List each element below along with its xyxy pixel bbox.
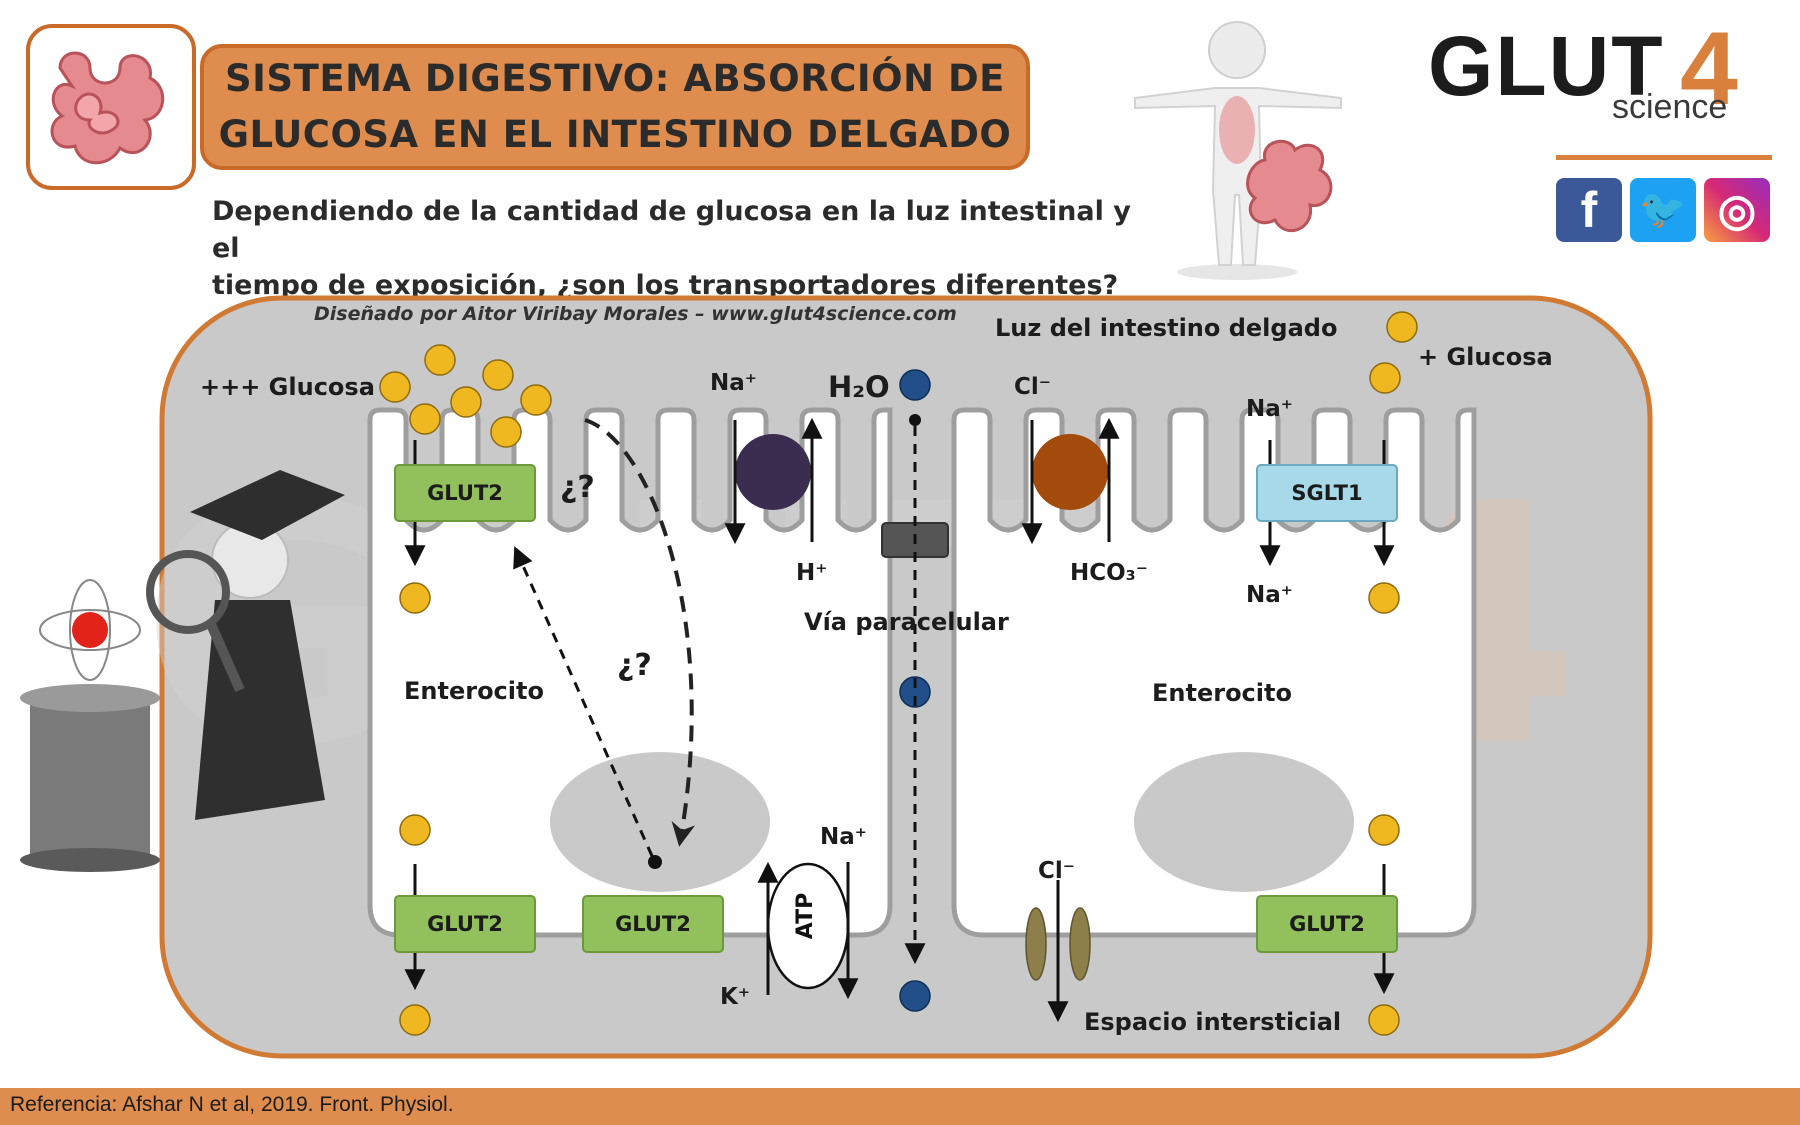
title-banner: SISTEMA DIGESTIVO: ABSORCIÓN DE GLUCOSA … [200,44,1030,170]
logo-divider [1556,155,1772,160]
absorption-diagram: GLUT 4 [20,295,1653,1059]
glucose-molecule [399,814,431,846]
sglt1-transporter: SGLT1 [1256,464,1398,522]
glucose-molecule [1386,311,1418,343]
nhe-exchanger [735,434,811,510]
na-label-sglt-top: Na⁺ [1246,396,1293,422]
reference-footer: Referencia: Afshar N et al, 2019. Front.… [0,1088,1800,1125]
water-molecule [899,980,931,1012]
glut2-basal-right: GLUT2 [1256,895,1398,953]
glut2-apical: GLUT2 [394,464,536,522]
cl-channel-right [1069,907,1091,981]
scientist-illustration [20,470,345,872]
high-glucose-label: +++ Glucosa [200,373,375,401]
na-label-pump: Na⁺ [820,824,867,850]
glucose-molecule [1369,362,1401,394]
nucleus-left [550,752,770,892]
paracellular-label: Vía paracelular [804,608,1009,636]
intestine-icon [50,51,165,165]
lumen-glucose-high [379,344,552,448]
logo-number: 4 [1680,11,1738,127]
reference-text: Referencia: Afshar N et al, 2019. Front.… [10,1093,454,1116]
glucose-molecule [424,344,456,376]
logo-science: science [1612,88,1728,126]
glucose-molecule [399,582,431,614]
low-glucose-label: + Glucosa [1418,343,1553,371]
question-mark-2: ¿? [617,648,652,683]
instagram-icon[interactable]: ◎ [1704,178,1770,242]
glucose-molecule [399,1004,431,1036]
glut2-basal-1: GLUT2 [394,895,536,953]
hco3-label: HCO₃⁻ [1070,560,1148,586]
lumen-label: Luz del intestino delgado [995,314,1338,342]
designer-credit: Diseñado por Aitor Viribay Morales – www… [314,303,957,325]
na-label-sglt-bottom: Na⁺ [1246,582,1293,608]
facebook-icon[interactable]: f [1556,178,1622,242]
twitter-icon[interactable]: 🐦 [1630,178,1696,242]
intestine-thumbnail [26,24,196,190]
lumen-glucose-low [1369,311,1418,394]
k-label-pump: K⁺ [720,984,750,1010]
nucleus-right [1134,752,1354,892]
na-label-nhe: Na⁺ [710,370,757,396]
title-line-1: SISTEMA DIGESTIVO: ABSORCIÓN DE [225,57,1005,100]
cl-label-bottom: Cl⁻ [1038,858,1075,884]
human-figure-illustration [1134,21,1342,280]
glucose-molecule [482,359,514,391]
glucose-molecule [1368,582,1400,614]
glucose-molecule [520,384,552,416]
translocation-arrow-up [513,546,654,857]
translocation-arrow-down [584,418,696,847]
h-label: H⁺ [796,560,828,586]
glucose-molecule [450,386,482,418]
logo-wordmark: GLUT [1428,19,1665,113]
glucose-molecule [490,416,522,448]
interstitial-label: Espacio intersticial [1084,1008,1342,1036]
water-molecule [899,369,931,401]
cl-label-top: Cl⁻ [1014,374,1051,400]
cl-channel-left [1025,907,1047,981]
question-mark-1: ¿? [560,470,595,505]
glucose-molecule [1368,814,1400,846]
enterocyte-right-label: Enterocito [1152,679,1292,707]
water-molecule [899,676,931,708]
glucose-molecule [1368,1004,1400,1036]
glucose-molecule [379,371,411,403]
glut2-basal-2: GLUT2 [582,895,724,953]
glucose-molecule [409,403,441,435]
cl-hco3-exchanger [1032,434,1108,510]
enterocyte-left-label: Enterocito [404,677,544,705]
h2o-label: H₂O [828,370,890,404]
title-line-2: GLUCOSA EN EL INTESTINO DELGADO [218,113,1012,156]
subtitle-line-1: Dependiendo de la cantidad de glucosa en… [212,196,1131,264]
atp-label: ATP [793,893,818,939]
